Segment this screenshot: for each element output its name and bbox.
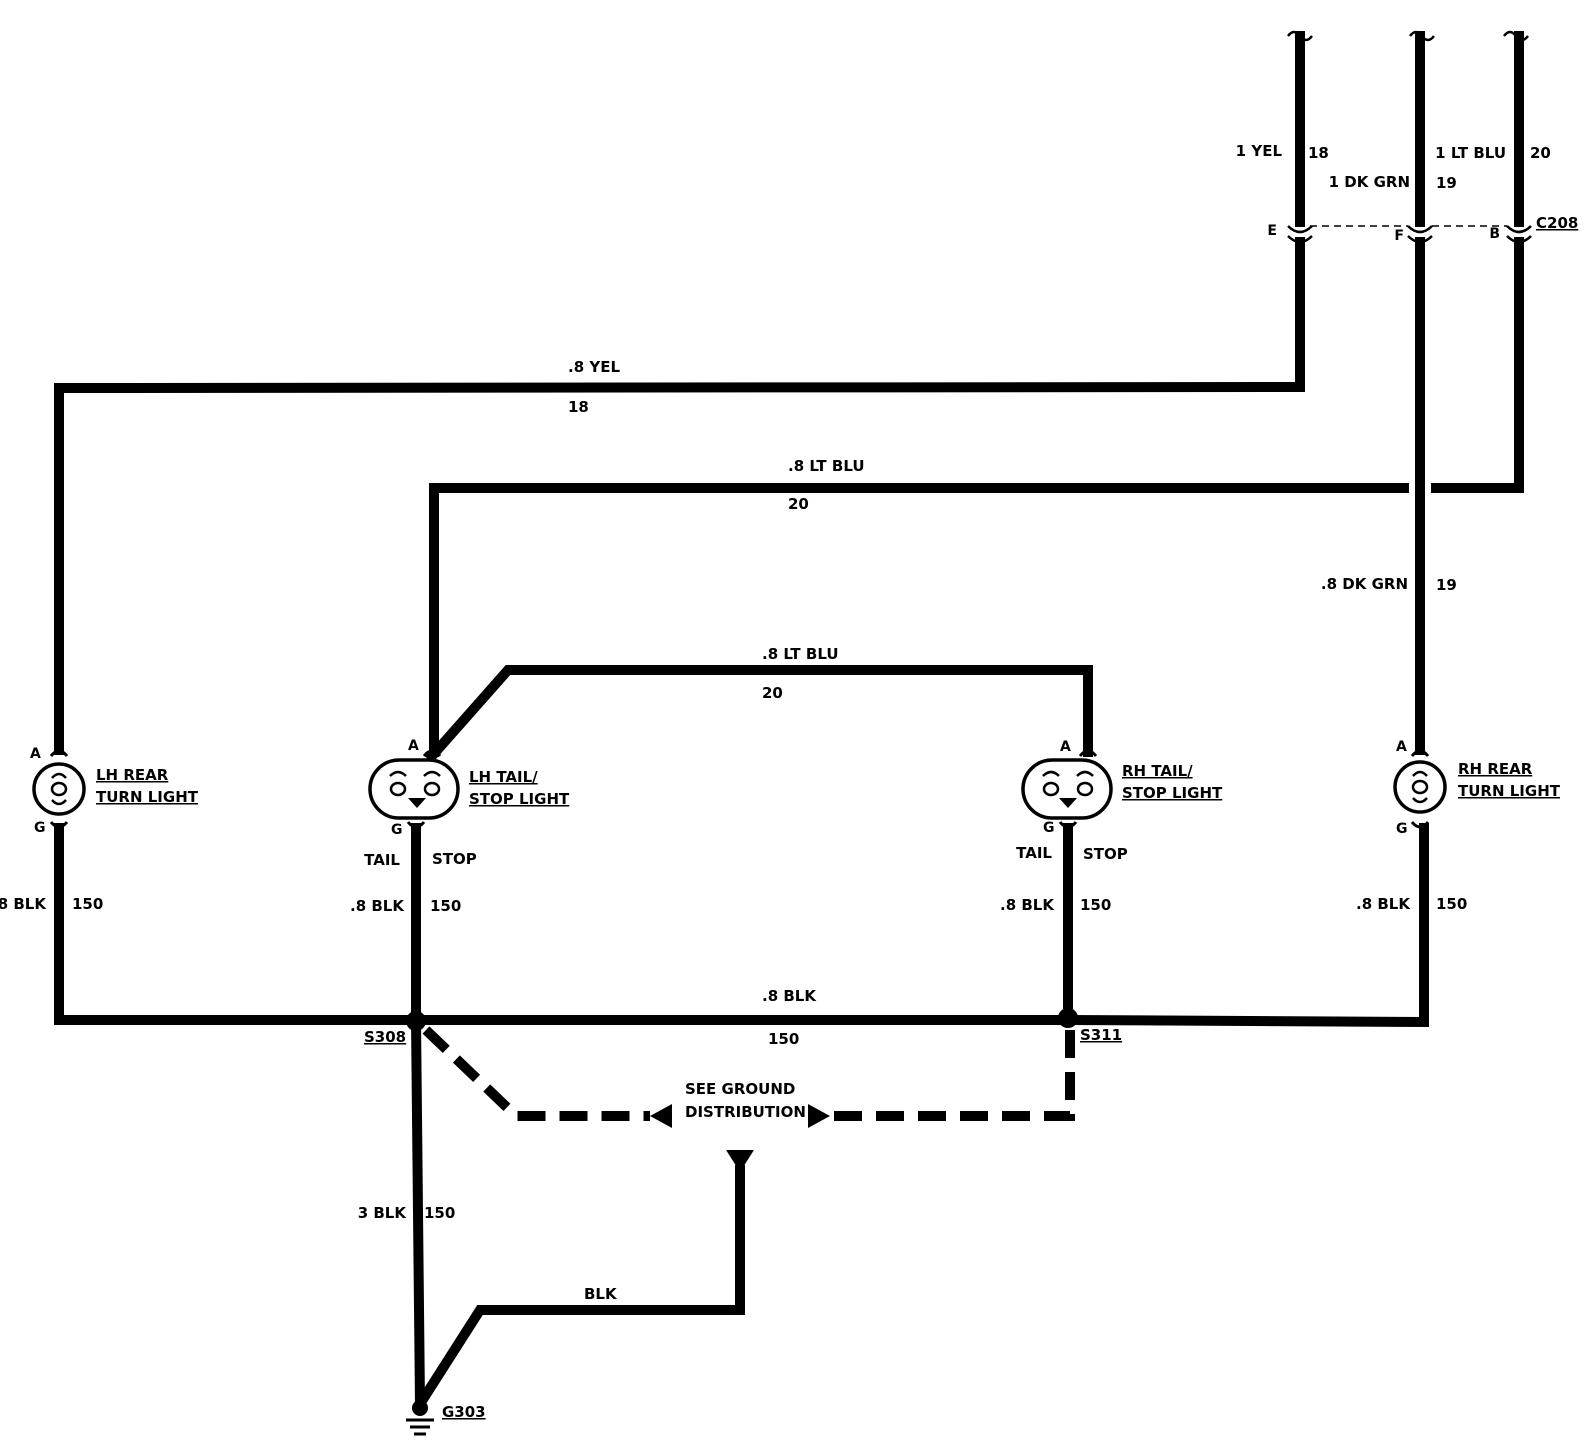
- rh-tail-stop-light: [1021, 749, 1113, 829]
- label-ckt-20-upper: 20: [788, 495, 809, 513]
- label-1-yel: 1 YEL: [1236, 142, 1283, 160]
- lh-tail-stop-light: [368, 749, 460, 829]
- label-ckt-150-rh-turn: 150: [1436, 895, 1467, 913]
- label-3-blk: 3 BLK: [358, 1204, 408, 1222]
- label-blk-bus: .8 BLK: [762, 987, 817, 1005]
- label-1-lt-blu: 1 LT BLU: [1435, 144, 1506, 162]
- label-ckt-20-top: 20: [1530, 144, 1551, 162]
- ground-distribution-right: [830, 1030, 1075, 1121]
- ground-symbol-g303: [406, 1400, 434, 1436]
- label-ckt-19-top: 19: [1436, 174, 1457, 192]
- lh-tail-pin-a: A: [408, 738, 419, 754]
- rh-tail-name-line2: STOP LIGHT: [1122, 784, 1223, 802]
- label-blk-lh-tail: .8 BLK: [350, 897, 405, 915]
- label-blk-lh-turn: .8 BLK: [0, 895, 47, 913]
- label-1-dk-grn: 1 DK GRN: [1329, 173, 1410, 191]
- rh-turn-pin-g: G: [1396, 821, 1408, 837]
- label-ckt-150-rh-tail: 150: [1080, 896, 1111, 914]
- splice-s311: [1058, 1008, 1078, 1028]
- wire-ltblu-20-lower: [424, 665, 1093, 764]
- lh-rear-turn-light: [32, 749, 86, 829]
- connector-pin-e: E: [1267, 223, 1277, 239]
- lh-stop-label: STOP: [432, 850, 477, 868]
- wire-blk-lh-turn: [54, 823, 423, 1025]
- splice-s308: [406, 1011, 426, 1031]
- wire-ltblu-20-upper-left: [429, 483, 1409, 757]
- wire-break-symbols: [1287, 30, 1529, 42]
- label-ckt-150-lh-tail: 150: [430, 897, 461, 915]
- ground-note-line1: SEE GROUND: [685, 1080, 795, 1098]
- rh-tail-name-line1: RH TAIL/: [1122, 762, 1193, 780]
- lh-tail-label: TAIL: [364, 851, 400, 869]
- connector-name-c208: C208: [1536, 214, 1578, 232]
- rh-tail-pin-a: A: [1060, 739, 1071, 755]
- wire-blk-3-ground: [410, 1014, 426, 1410]
- label-ckt-20-lower: 20: [762, 684, 783, 702]
- label-blk-rh-tail: .8 BLK: [1000, 896, 1055, 914]
- rh-turn-name-line2: TURN LIGHT: [1458, 782, 1561, 800]
- wire-yel-18: [54, 237, 1305, 755]
- lh-tail-pin-g: G: [391, 822, 403, 838]
- lh-turn-pin-a: A: [30, 746, 41, 762]
- rh-stop-label: STOP: [1083, 845, 1128, 863]
- rh-turn-pin-a: A: [1396, 739, 1407, 755]
- ground-arrow-down: [726, 1150, 754, 1172]
- ground-note-line2: DISTRIBUTION: [685, 1103, 806, 1121]
- connector-pin-b: B: [1489, 226, 1500, 242]
- label-ckt-19-mid: 19: [1436, 576, 1457, 594]
- wire-blk-short: [413, 1165, 745, 1411]
- wire-blk-bus: [413, 823, 1429, 1028]
- ground-arrow-left: [650, 1104, 672, 1128]
- label-8-yel: .8 YEL: [568, 358, 620, 376]
- label-ckt-150-lh-turn: 150: [72, 895, 103, 913]
- label-ckt-150-ground: 150: [424, 1204, 455, 1222]
- rh-tail-label: TAIL: [1016, 844, 1052, 862]
- label-8-lt-blu-upper: .8 LT BLU: [788, 457, 865, 475]
- ground-arrow-right: [808, 1104, 830, 1128]
- splice-label-s311: S311: [1080, 1026, 1122, 1044]
- wire-ltblu-20-upper: [1431, 237, 1524, 493]
- connector-pin-f: F: [1394, 228, 1404, 244]
- label-ckt-18-mid: 18: [568, 398, 589, 416]
- ground-label-g303: G303: [442, 1403, 486, 1421]
- label-8-dk-grn: .8 DK GRN: [1321, 575, 1408, 593]
- label-blk-short: BLK: [584, 1285, 618, 1303]
- label-blk-rh-turn: .8 BLK: [1356, 895, 1411, 913]
- ground-distribution-left: [422, 1026, 650, 1121]
- lh-turn-pin-g: G: [34, 820, 46, 836]
- lh-tail-name-line2: STOP LIGHT: [469, 790, 570, 808]
- rh-tail-pin-g: G: [1043, 820, 1055, 836]
- lh-tail-name-line1: LH TAIL/: [469, 768, 538, 786]
- label-8-lt-blu-lower: .8 LT BLU: [762, 645, 839, 663]
- rh-rear-turn-light: [1393, 749, 1447, 829]
- rh-turn-name-line1: RH REAR: [1458, 760, 1533, 778]
- label-ckt-18-top: 18: [1308, 144, 1329, 162]
- lh-turn-name-line1: LH REAR: [96, 766, 169, 784]
- label-ckt-150-bus: 150: [768, 1030, 799, 1048]
- lh-turn-name-line2: TURN LIGHT: [96, 788, 199, 806]
- splice-label-s308: S308: [364, 1028, 406, 1046]
